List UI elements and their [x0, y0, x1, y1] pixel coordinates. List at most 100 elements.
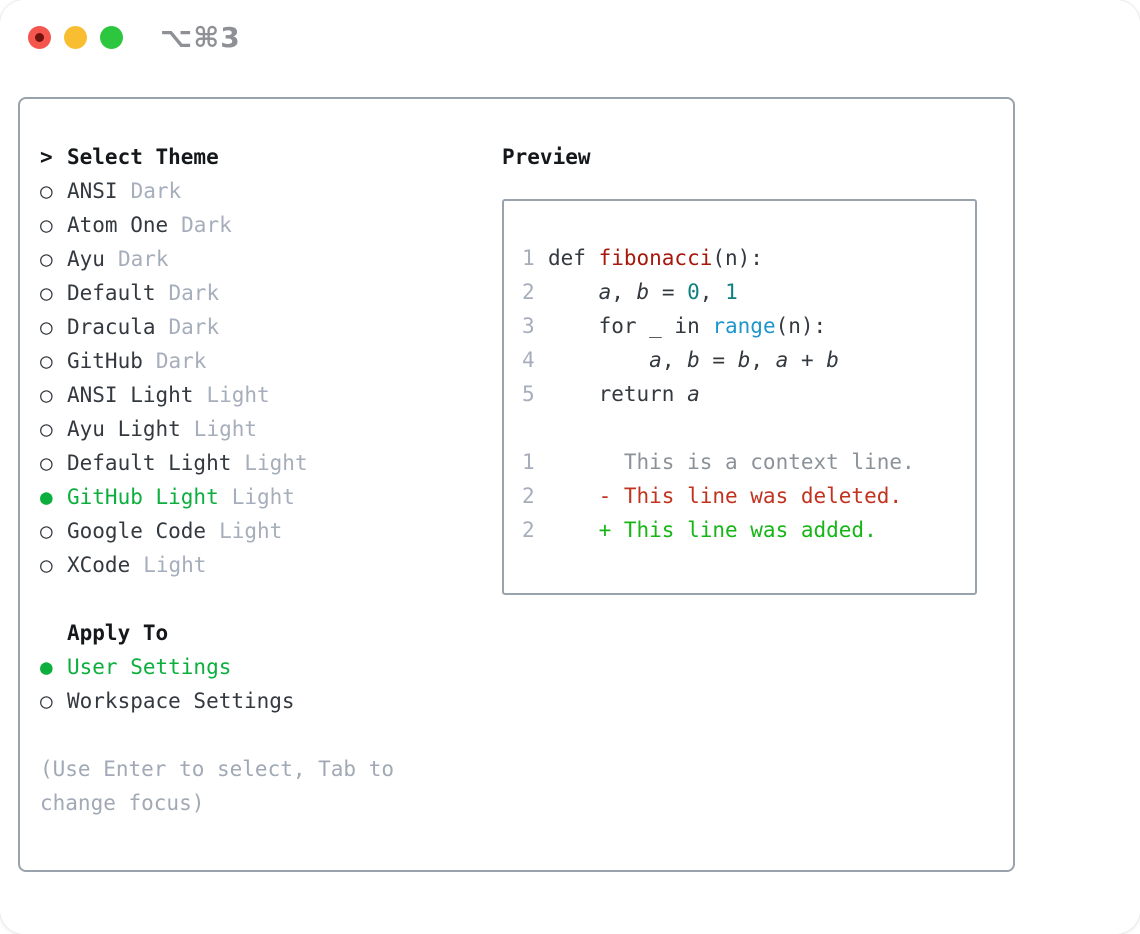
code-token-code: (n): — [775, 314, 827, 338]
code-token-code: def — [548, 246, 599, 270]
line-number: 1 — [522, 246, 535, 270]
code-token-code: return — [548, 382, 688, 406]
radio-icon: ○ — [40, 179, 53, 203]
line-number: 2 — [522, 518, 535, 542]
theme-variant-label: Dark — [155, 349, 207, 373]
theme-option-xcode[interactable]: ○ XCode Light — [40, 548, 1013, 582]
code-token-var: b — [737, 348, 751, 372]
close-dot-icon — [35, 33, 44, 42]
radio-icon: ○ — [40, 553, 53, 577]
theme-name: GitHub — [67, 349, 143, 373]
theme-variant-label: Light — [244, 451, 308, 475]
theme-variant-label: Light — [206, 383, 270, 407]
theme-name: GitHub Light — [67, 485, 219, 509]
code-token-var: a — [649, 348, 662, 372]
apply-option-label: User Settings — [67, 655, 232, 679]
code-token-added: + This line was added. — [548, 518, 877, 542]
close-button[interactable] — [28, 26, 51, 49]
apply-to-list: ● User Settings ○ Workspace Settings — [40, 650, 1013, 718]
line-number: 1 — [522, 450, 535, 474]
theme-variant-label: Light — [193, 417, 258, 441]
code-token-code: + — [788, 348, 827, 372]
theme-name: ANSI Light — [67, 383, 194, 407]
theme-name: ANSI — [67, 179, 118, 203]
theme-option-github-light[interactable]: ● GitHub Light Light — [40, 480, 1013, 514]
code-line: 2 + This line was added. — [522, 513, 961, 547]
theme-option-github[interactable]: ○ GitHub Dark — [40, 344, 1013, 378]
theme-name: XCode — [67, 553, 131, 577]
preview-header: Preview — [502, 145, 591, 169]
titlebar: ⌥⌘3 — [0, 0, 1140, 75]
code-token-code: , — [661, 348, 688, 372]
theme-name: Google Code — [67, 519, 207, 543]
code-token-var: b — [826, 348, 839, 372]
theme-name: Default Light — [67, 451, 232, 475]
line-number: 5 — [522, 382, 535, 406]
radio-icon: ○ — [40, 315, 53, 339]
code-token-code: = — [649, 280, 688, 304]
code-line: 3 for _ in range(n): — [522, 309, 961, 343]
theme-option-default[interactable]: ○ Default Dark — [40, 276, 1013, 310]
theme-variant-label: Dark — [130, 179, 182, 203]
code-line: 2 a, b = 0, 1 — [522, 275, 961, 309]
apply-option-workspace-settings[interactable]: ○ Workspace Settings — [40, 684, 1013, 718]
radio-icon: ○ — [40, 383, 53, 407]
apply-option-label: Workspace Settings — [67, 689, 295, 713]
code-token-var: a — [775, 348, 789, 372]
code-token-deleted: - This line was deleted. — [548, 484, 903, 508]
minimize-button[interactable] — [64, 26, 87, 49]
radio-selected-icon: ● — [40, 485, 53, 509]
theme-name: Ayu Light — [67, 417, 181, 441]
code-line: 1 This is a context line. — [522, 445, 961, 479]
line-number: 3 — [522, 314, 535, 338]
select-theme-header: > Select Theme — [40, 140, 1013, 174]
code-token-context: This is a context line. — [548, 450, 915, 474]
theme-name: Default — [67, 281, 156, 305]
code-token-code: for _ in — [548, 314, 713, 338]
radio-icon: ○ — [40, 281, 53, 305]
radio-icon: ○ — [40, 349, 53, 373]
code-token-code: = — [699, 348, 738, 372]
code-token-code: (n): — [712, 246, 763, 270]
select-theme-title: Select Theme — [67, 145, 219, 169]
theme-name: Ayu — [67, 247, 105, 271]
code-token-num: 0 — [687, 280, 700, 304]
code-token-var: b — [636, 280, 650, 304]
radio-icon: ○ — [40, 519, 53, 543]
radio-icon: ○ — [40, 213, 53, 237]
code-token-code: , — [750, 348, 776, 372]
code-token-code: , — [699, 280, 726, 304]
theme-variant-label: Light — [231, 485, 295, 509]
code-token-var: a — [598, 280, 612, 304]
apply-option-user-settings[interactable]: ● User Settings — [40, 650, 1013, 684]
apply-to-header: Apply To — [67, 621, 169, 645]
theme-option-google-code[interactable]: ○ Google Code Light — [40, 514, 1013, 548]
code-token-code: , — [611, 280, 637, 304]
theme-variant-label: Light — [219, 519, 283, 543]
theme-variant-label: Dark — [168, 281, 220, 305]
theme-name: Dracula — [67, 315, 156, 339]
theme-option-ansi-light[interactable]: ○ ANSI Light Light — [40, 378, 1013, 412]
line-number: 2 — [522, 280, 535, 304]
radio-icon: ○ — [40, 247, 53, 271]
radio-icon: ○ — [40, 689, 53, 713]
radio-selected-icon: ● — [40, 655, 53, 679]
keyboard-hint: (Use Enter to select, Tab to change focu… — [40, 757, 395, 815]
code-token-code — [548, 280, 599, 304]
theme-option-ansi[interactable]: ○ ANSI Dark — [40, 174, 1013, 208]
zoom-button[interactable] — [100, 26, 123, 49]
theme-variant-label: Light — [143, 553, 207, 577]
prompt-icon: > — [40, 145, 53, 169]
